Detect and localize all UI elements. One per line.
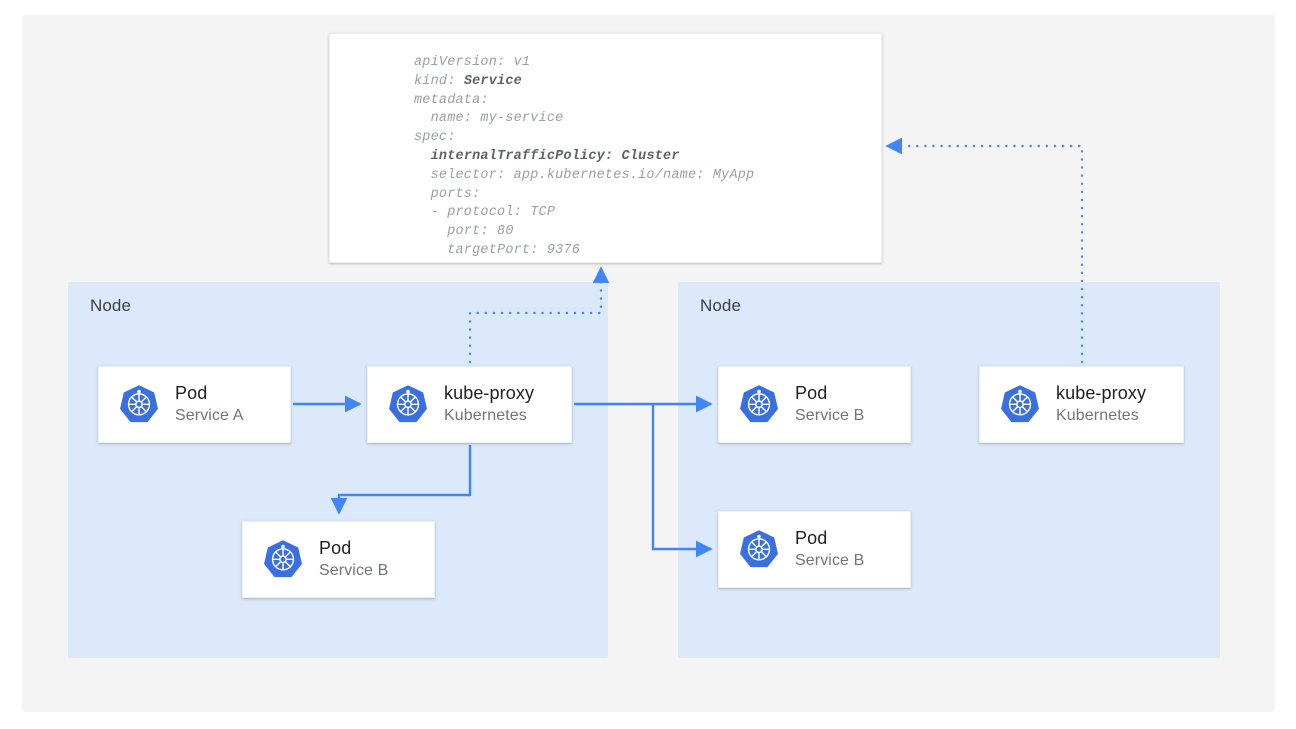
kubernetes-icon [998,383,1042,427]
service-manifest-code: apiVersion: v1 kind: Service metadata: n… [414,55,755,258]
card-title: Pod [319,538,352,559]
card-text: Pod Service B [319,538,388,580]
card-subtitle: Kubernetes [1056,406,1139,424]
card-pod-service-b-top[interactable]: Pod Service B [718,366,911,443]
card-title: Pod [795,383,828,404]
node-label-left: Node [90,296,132,315]
node-container-left: Node [68,282,608,658]
card-subtitle: Service B [795,406,865,424]
card-subtitle: Kubernetes [444,406,527,424]
service-manifest-card: apiVersion: v1 kind: Service metadata: n… [329,33,882,263]
card-subtitle: Service A [175,406,244,424]
card-title: kube-proxy [1056,383,1147,404]
card-text: Pod Service A [175,383,244,425]
card-kube-proxy-left[interactable]: kube-proxy Kubernetes [367,366,572,443]
kubernetes-icon [386,383,430,427]
card-text: kube-proxy Kubernetes [1056,383,1146,425]
card-title: Pod [795,528,828,549]
card-pod-service-b-left[interactable]: Pod Service B [242,521,435,598]
card-pod-service-a[interactable]: Pod Service A [98,366,291,443]
card-text: Pod Service B [795,528,864,570]
card-subtitle: Service B [319,561,389,579]
kubernetes-icon [737,383,781,427]
kubernetes-icon [737,528,781,572]
card-title: Pod [175,383,208,404]
card-kube-proxy-right[interactable]: kube-proxy Kubernetes [979,366,1184,443]
card-subtitle: Service B [795,551,865,569]
kubernetes-icon [117,383,161,427]
card-title: kube-proxy [444,383,535,404]
card-text: Pod Service B [795,383,864,425]
card-pod-service-b-bottom[interactable]: Pod Service B [718,511,911,588]
card-text: kube-proxy Kubernetes [444,383,534,425]
node-label-right: Node [700,296,742,315]
node-container-right: Node [678,282,1220,658]
kubernetes-icon [261,538,305,582]
